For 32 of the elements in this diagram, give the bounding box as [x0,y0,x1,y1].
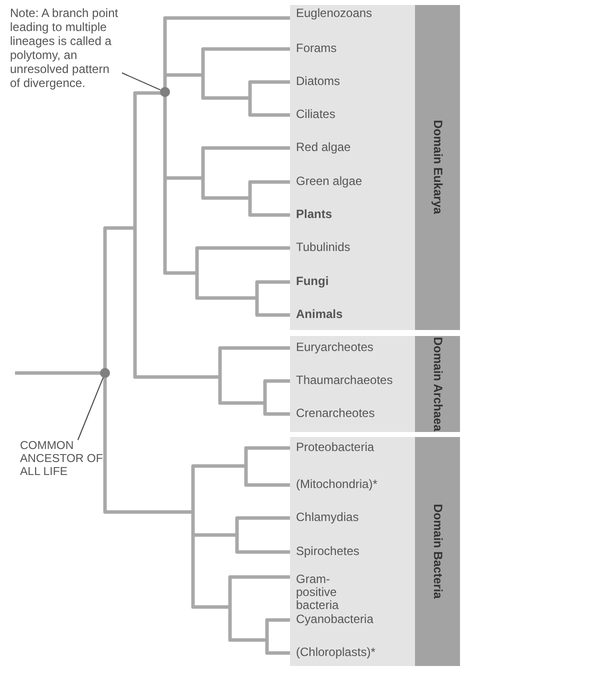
branch-point-dot [100,368,110,378]
taxon-label: Gram-positive bacteria [296,573,366,612]
taxon-label: (Mitochondria)* [296,478,378,491]
taxon-label: Chlamydias [296,511,359,524]
domain-label: Domain Eukarya [431,120,444,215]
taxon-label: Ciliates [296,108,336,121]
taxon-label: Forams [296,42,337,55]
taxon-label: Animals [296,308,343,321]
taxon-label: Euglenozoans [296,7,372,20]
annotation-text: COMMON ANCESTOR OF ALL LIFE [20,440,120,479]
domain-panel [290,5,460,330]
domain-panel [290,336,460,432]
taxon-label: Fungi [296,275,329,288]
taxon-label: (Chloroplasts)* [296,646,376,659]
domain-label: Domain Bacteria [431,504,444,599]
annotation-text: Note: A branch point leading to multiple lineages is called a polytomy, an unresolved pattern of divergence. [10,6,122,90]
taxon-label: Cyanobacteria [296,613,374,626]
taxon-label: Proteobacteria [296,441,374,454]
taxon-label: Tubulinids [296,241,350,254]
domain-label: Domain Archaea [431,336,444,432]
leader-line [122,72,161,90]
taxon-label: Thaumarchaeotes [296,374,393,387]
leader-line [77,377,104,440]
taxon-label: Plants [296,208,332,221]
taxon-label: Diatoms [296,75,340,88]
taxon-label: Crenarcheotes [296,407,375,420]
domain-panel [290,437,460,666]
taxon-label: Spirochetes [296,545,360,558]
branch-point-dot [160,87,170,97]
taxon-label: Green algae [296,175,362,188]
taxon-label: Red algae [296,141,351,154]
taxon-label: Euryarcheotes [296,341,374,354]
